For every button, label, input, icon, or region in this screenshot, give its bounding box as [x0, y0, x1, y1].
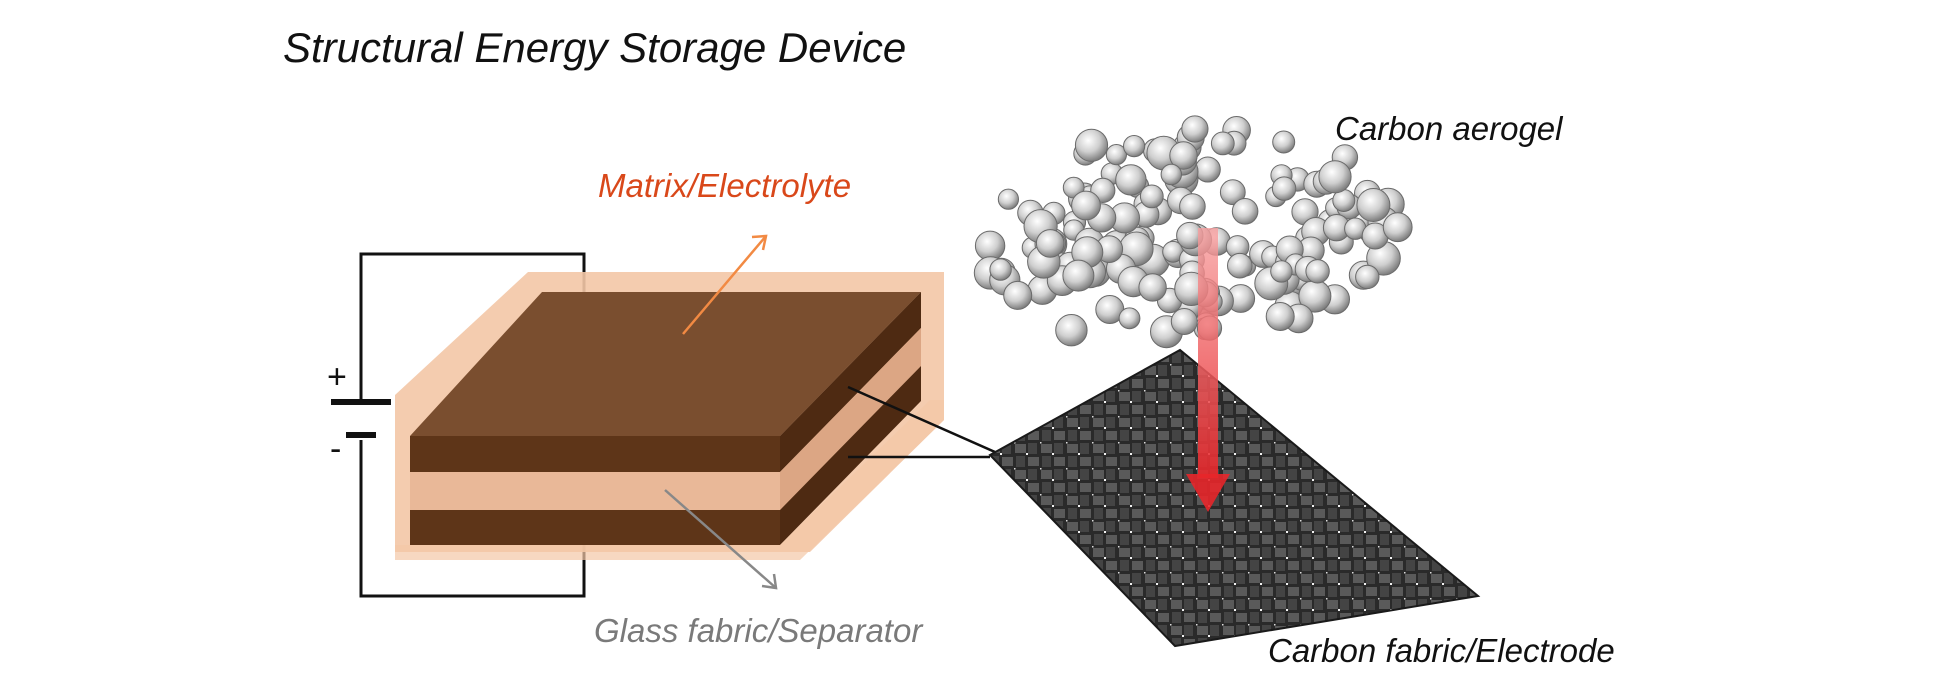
aerogel-particle	[974, 230, 1006, 262]
glass-arrowhead	[761, 573, 778, 590]
matrix-arrowhead	[751, 234, 768, 251]
aerogel-particle	[1227, 252, 1253, 279]
aerogel-particle	[1265, 302, 1295, 331]
aerogel-particle	[1355, 264, 1380, 290]
aerogel-particle	[997, 188, 1020, 210]
aerogel-particle	[1231, 198, 1259, 225]
leader-line-top	[847, 385, 1023, 466]
aerogel-particle	[1210, 131, 1235, 156]
positive-terminal-sign: +	[327, 358, 347, 396]
aerogel-particle	[1003, 280, 1033, 310]
aerogel-particle	[989, 258, 1012, 281]
aerogel-particle	[1062, 259, 1095, 292]
electrode-bottom-side	[780, 366, 921, 545]
carbon-aerogel	[973, 115, 1413, 349]
aerogel-particle	[1139, 184, 1164, 209]
carbon-fabric-sheet	[988, 348, 1481, 648]
aerogel-particle	[1169, 141, 1198, 170]
aerogel-particle	[1305, 259, 1330, 284]
electrode-top-side	[780, 292, 921, 472]
layered-cell	[395, 272, 944, 560]
aerogel-particle	[1271, 176, 1297, 201]
battery-symbol	[331, 399, 391, 438]
glass-fabric-separator-label: Glass fabric/Separator	[594, 612, 923, 649]
matrix-arrow	[682, 235, 767, 335]
aerogel-particle	[1055, 314, 1088, 347]
electrode-bottom-front	[410, 510, 780, 545]
red-arrow-shaft	[1198, 228, 1218, 478]
aerogel-particle	[1105, 144, 1128, 166]
separator-front	[410, 472, 780, 510]
aerogel-particle	[1272, 130, 1296, 154]
carbon-fabric	[988, 348, 1481, 648]
electrode-top-face	[410, 292, 921, 436]
aerogel-particle	[1123, 135, 1146, 158]
aerogel-particle	[1071, 190, 1101, 221]
negative-terminal-sign: -	[330, 430, 342, 468]
electrode-top-front	[410, 436, 780, 472]
aerogel-particle	[1318, 160, 1352, 194]
diagram-title: Structural Energy Storage Device	[283, 24, 907, 71]
aerogel-particle	[1382, 212, 1413, 243]
aerogel-particle	[1270, 260, 1293, 283]
red-arrow	[1186, 228, 1230, 512]
aerogel-particle	[1118, 307, 1141, 330]
carbon-aerogel-label: Carbon aerogel	[1335, 110, 1563, 147]
aerogel-particle	[1219, 179, 1246, 206]
pointer-arrows	[664, 234, 1023, 590]
electrolyte-halo-bottom	[395, 400, 944, 560]
aerogel-particle	[1138, 273, 1167, 302]
aerogel-particle	[1181, 115, 1209, 143]
matrix-electrolyte-label: Matrix/Electrolyte	[598, 167, 852, 204]
aerogel-particle	[1170, 308, 1198, 335]
wire-bottom	[359, 440, 586, 598]
aerogel-particle	[1356, 188, 1391, 222]
red-arrow-head	[1186, 474, 1230, 512]
glass-arrow	[664, 489, 777, 589]
aerogel-particle	[1115, 164, 1147, 196]
aerogel-particle	[1035, 229, 1065, 258]
aerogel-particle	[1074, 128, 1109, 162]
aerogel-particle	[1160, 163, 1183, 186]
aerogel-particle	[1179, 193, 1206, 220]
carbon-fabric-electrode-label: Carbon fabric/Electrode	[1268, 632, 1615, 669]
aerogel-particle	[1194, 156, 1221, 183]
separator-side	[780, 328, 921, 510]
